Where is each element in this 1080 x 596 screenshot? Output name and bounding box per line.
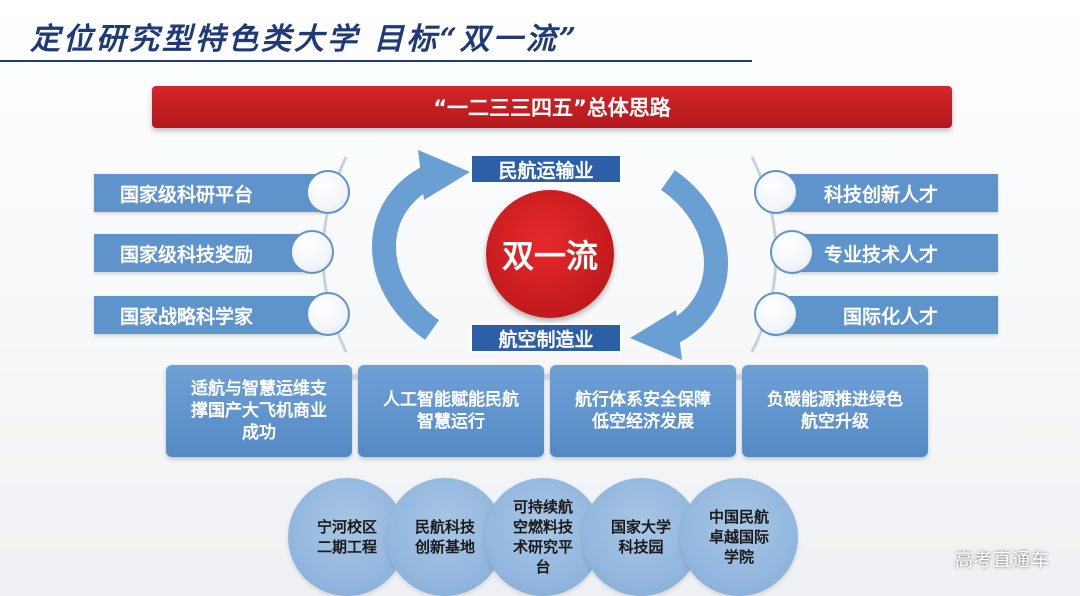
base-circle-college: 中国民航 卓越国际 学院 [680,478,798,596]
cycle-arrow-right [660,170,728,346]
left-ball-3 [306,292,350,336]
left-ball-1 [306,170,350,214]
right-item-international: 国际化人才 [774,296,998,334]
right-ball-1 [754,170,798,214]
left-item-scientist: 国家战略科学家 [94,296,324,334]
goal-box-safety: 航行体系安全保障 低空经济发展 [550,365,736,457]
cycle-arrow-left [372,164,440,340]
core-goal-circle: 双一流 [486,190,614,318]
right-ball-2 [770,230,814,274]
right-item-innovation: 科技创新人才 [774,174,998,212]
title-underline [0,60,752,62]
overall-idea-banner: “一二三三四五”总体思路 [152,86,952,128]
base-circle-text: 宁河校区 二期工程 [316,518,377,556]
cycle-arrowhead-left [418,150,470,200]
left-item-platform: 国家级科研平台 [94,174,324,212]
base-circle-text: 可持续航 空燃料技 术研究平 台 [512,498,573,576]
page-title: 定位研究型特色类大学 目标“双一流” [30,22,579,57]
goal-box-text: 人工智能赋能民航 智慧运行 [383,390,519,432]
goal-box-ai: 人工智能赋能民航 智慧运行 [358,365,544,457]
goal-box-text: 航行体系安全保障 低空经济发展 [575,390,711,432]
right-ball-3 [754,292,798,336]
base-circle-ninghe: 宁河校区 二期工程 [288,478,406,596]
goal-box-text: 适航与智慧运维支 撑国产大飞机商业 成功 [191,379,327,443]
goal-box-carbon: 负碳能源推进绿色 航空升级 [742,365,928,457]
base-circle-text: 国家大学 科技园 [610,518,671,556]
goal-box-text: 负碳能源推进绿色 航空升级 [767,390,903,432]
watermark: 高考直通车 [955,550,1050,571]
goal-box-airworthiness: 适航与智慧运维支 撑国产大飞机商业 成功 [166,365,352,457]
cycle-bottom-label: 航空制造业 [470,323,622,353]
cycle-arrowhead-right [630,310,682,360]
base-circle-text: 中国民航 卓越国际 学院 [708,508,769,566]
base-circle-text: 民航科技 创新基地 [414,518,475,556]
right-item-professional: 专业技术人才 [790,234,998,272]
left-item-award: 国家级科技奖励 [94,234,308,272]
left-ball-2 [290,230,334,274]
cycle-top-label: 民航运输业 [470,154,622,184]
